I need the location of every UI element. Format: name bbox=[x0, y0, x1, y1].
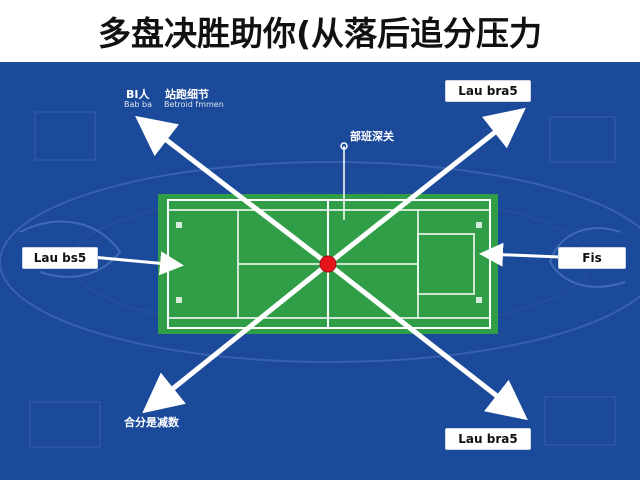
arrow-right-icon bbox=[479, 242, 561, 267]
right-ornament bbox=[548, 227, 626, 288]
arrow-up-right-icon bbox=[326, 107, 526, 266]
arrow-left-icon bbox=[91, 251, 184, 276]
center-dot-icon bbox=[319, 255, 337, 273]
label-top-right-text: Lau bra5 bbox=[458, 84, 518, 98]
label-right: Fis bbox=[558, 247, 626, 269]
court-diagram bbox=[0, 62, 640, 480]
label-bottom-right-text: Lau bra5 bbox=[458, 432, 518, 446]
bg-court-left bbox=[34, 111, 96, 161]
label-bottom-left: 合分是减数 bbox=[124, 416, 179, 429]
bg-court-right-2 bbox=[544, 396, 616, 446]
label-right-text: Fis bbox=[582, 251, 602, 265]
label-top-right: Lau bra5 bbox=[445, 80, 531, 102]
label-bottom-right: Lau bra5 bbox=[445, 428, 531, 450]
bg-court-right bbox=[549, 116, 616, 163]
middle-pointer-dot bbox=[340, 142, 348, 150]
page-title: 多盘决胜助你(从落后追分压力 bbox=[97, 14, 543, 53]
label-top-left-b-sub: Betroid fmmen bbox=[164, 100, 224, 109]
left-ornament bbox=[19, 220, 122, 278]
stadium-outline bbox=[0, 161, 640, 363]
arrow-down-right-icon bbox=[326, 262, 528, 421]
label-left: Lau bs5 bbox=[22, 247, 98, 269]
label-left-text: Lau bs5 bbox=[33, 251, 87, 265]
title-bar: 多盘决胜助你(从落后追分压力 bbox=[0, 0, 640, 62]
label-middle-top: 部班深关 bbox=[350, 130, 394, 143]
arrow-down-left-icon bbox=[142, 262, 330, 414]
label-top-left-a-sub: Bab ba bbox=[124, 100, 152, 109]
bg-court-left-2 bbox=[29, 401, 101, 448]
label-top-left-a: BI人 bbox=[126, 88, 150, 101]
diagram-panel: BI人 Bab ba 站跑细节 Betroid fmmen Lau bra5 部… bbox=[0, 62, 640, 480]
label-top-left-b: 站跑细节 bbox=[165, 88, 209, 101]
arrow-up-left-icon bbox=[135, 115, 330, 266]
